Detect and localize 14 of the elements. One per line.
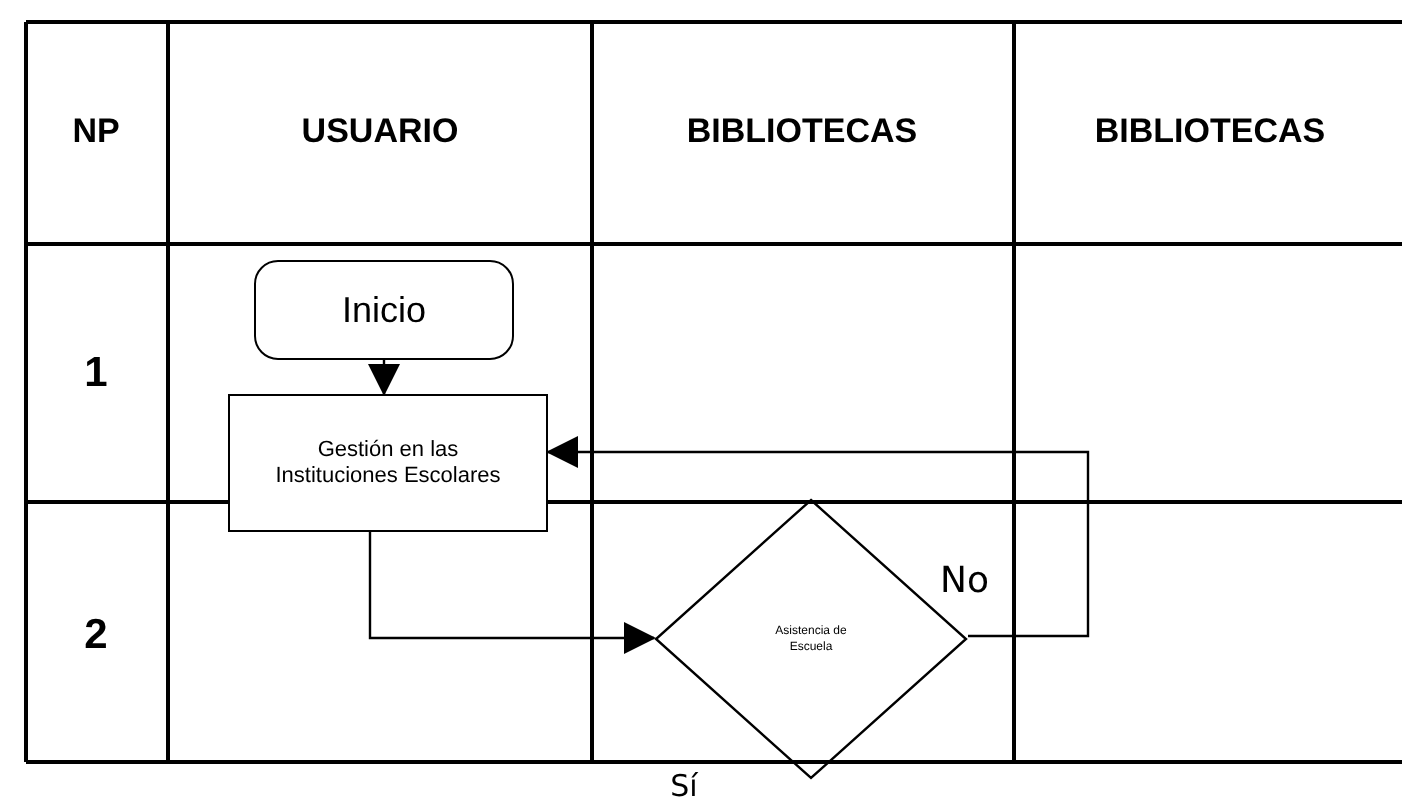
row-number: 1 (84, 350, 108, 398)
node-text: Inicio (341, 289, 427, 331)
column-header: NP (72, 112, 120, 152)
column-header: BIBLIOTECAS (1094, 112, 1326, 152)
arrow (546, 436, 1090, 638)
column-header: USUARIO (301, 112, 459, 152)
process-box (228, 394, 548, 532)
start-terminal (254, 260, 514, 360)
branch-label: Sí (670, 768, 698, 804)
column-header: BIBLIOTECAS (686, 112, 918, 152)
row-number: 2 (84, 612, 108, 660)
node-text: Gestión en las Instituciones Escolares (273, 437, 503, 489)
arrow (368, 532, 656, 654)
arrow (368, 360, 400, 396)
